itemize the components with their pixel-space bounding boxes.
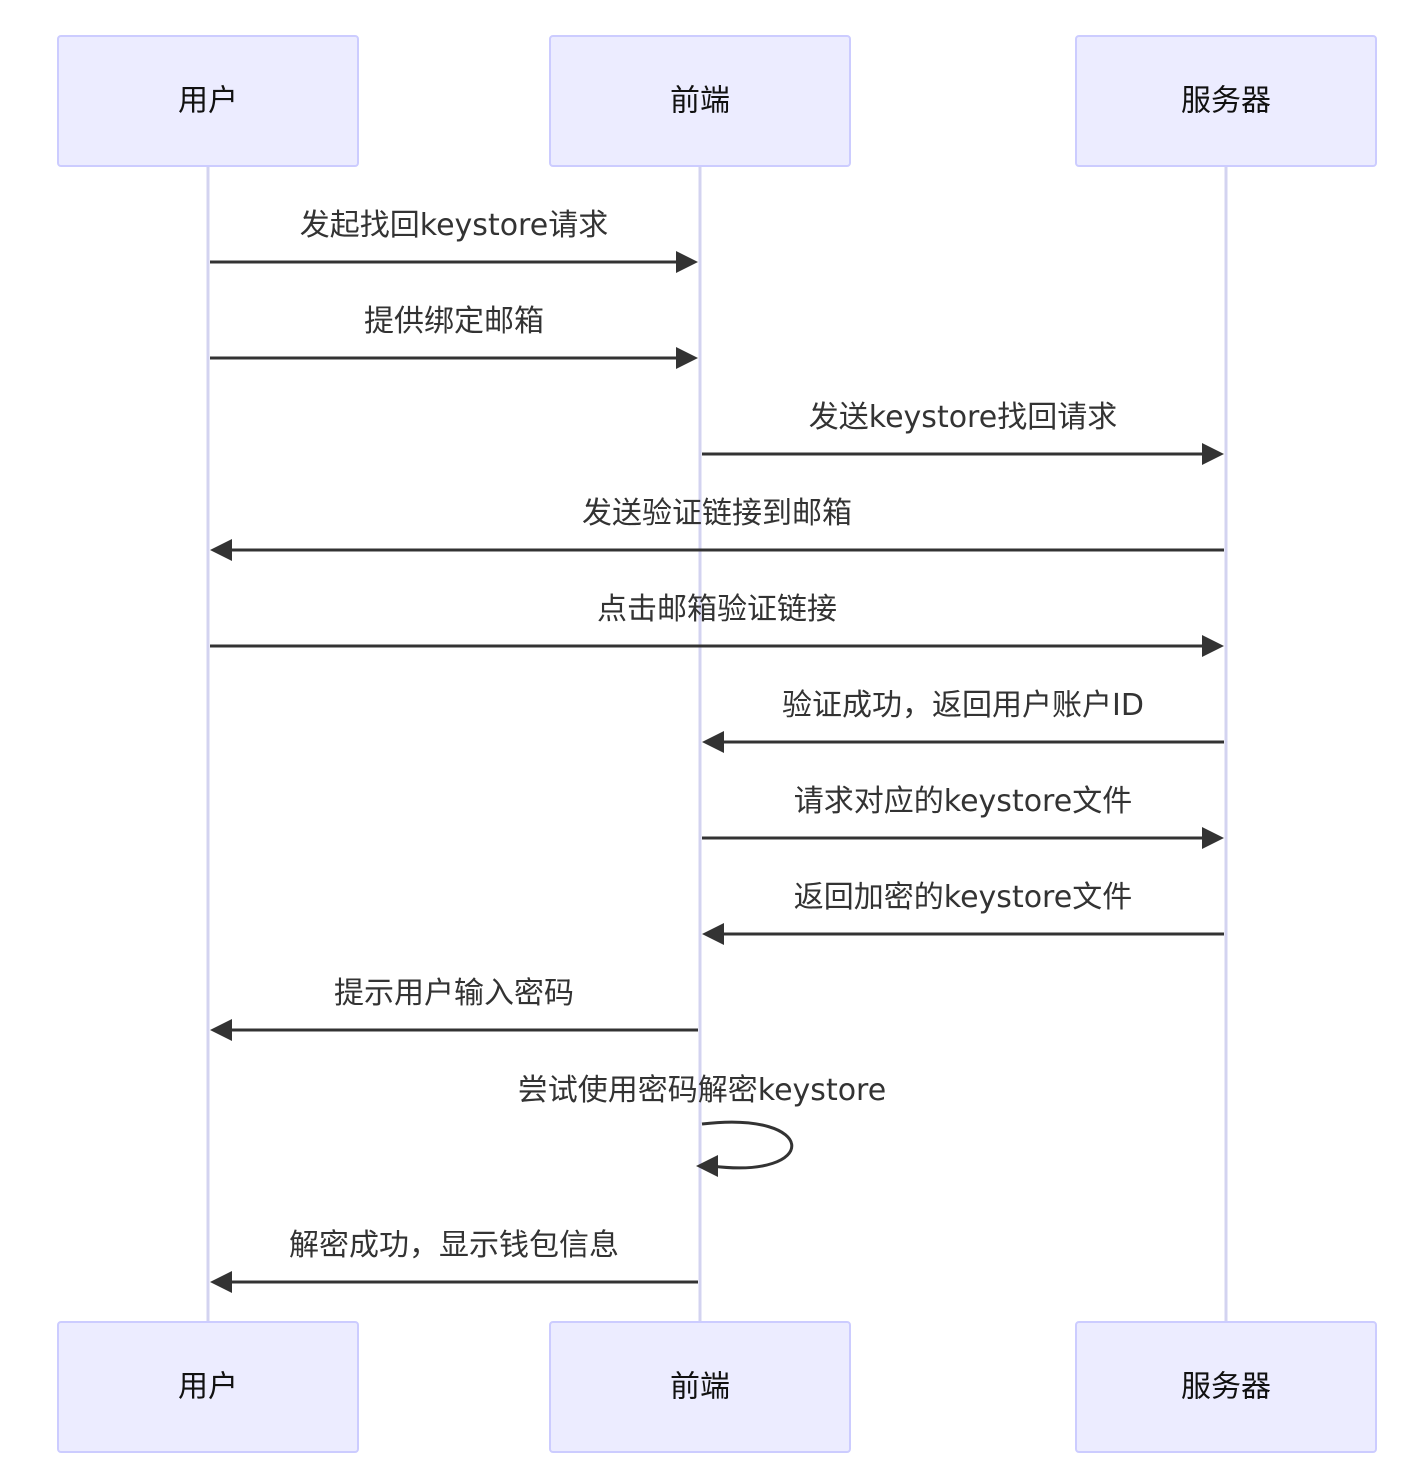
actor-server-top: 服务器 xyxy=(1075,35,1377,167)
arrow-head xyxy=(702,731,724,753)
message-label: 尝试使用密码解密keystore xyxy=(518,1073,886,1108)
message-11: 解密成功，显示钱包信息 xyxy=(210,1228,698,1293)
actor-box xyxy=(57,1321,359,1453)
message-label: 请求对应的keystore文件 xyxy=(794,784,1132,819)
arrow-head xyxy=(210,1271,232,1293)
message-6: 验证成功，返回用户账户ID xyxy=(702,688,1224,753)
actor-server-bottom: 服务器 xyxy=(1075,1321,1377,1453)
message-label: 解密成功，显示钱包信息 xyxy=(289,1228,619,1263)
message-4: 发送验证链接到邮箱 xyxy=(210,496,1224,561)
actor-user-bottom: 用户 xyxy=(57,1321,359,1453)
arrow-head xyxy=(1202,635,1224,657)
actor-label: 用户 xyxy=(178,1370,238,1405)
message-label: 点击邮箱验证链接 xyxy=(597,592,837,627)
arrow-head xyxy=(696,1155,718,1177)
arrow-head xyxy=(1202,827,1224,849)
arrow-head xyxy=(702,923,724,945)
arrow-head xyxy=(1202,443,1224,465)
message-2: 提供绑定邮箱 xyxy=(210,304,698,369)
arrow-head xyxy=(676,347,698,369)
actor-user-top: 用户 xyxy=(57,35,359,167)
message-8: 返回加密的keystore文件 xyxy=(702,880,1224,945)
actor-box xyxy=(549,35,851,167)
actor-box xyxy=(1075,1321,1377,1453)
arrow-head xyxy=(210,1019,232,1041)
lifelines xyxy=(206,166,1228,1322)
arrow-head xyxy=(676,251,698,273)
self-loop-line xyxy=(701,1120,794,1170)
message-label: 发送验证链接到邮箱 xyxy=(582,496,852,531)
message-label: 验证成功，返回用户账户ID xyxy=(782,688,1144,723)
actor-box xyxy=(1075,35,1377,167)
actors-bottom: 用户 前端 服务器 xyxy=(57,1321,1377,1453)
message-label: 发送keystore找回请求 xyxy=(809,400,1117,435)
message-9: 提示用户输入密码 xyxy=(210,976,698,1041)
actors-top: 用户 前端 服务器 xyxy=(57,35,1377,167)
message-label: 发起找回keystore请求 xyxy=(300,208,608,243)
actor-label: 前端 xyxy=(670,1370,730,1405)
actor-frontend-top: 前端 xyxy=(549,35,851,167)
actor-label: 服务器 xyxy=(1181,1370,1271,1405)
actor-frontend-bottom: 前端 xyxy=(549,1321,851,1453)
arrow-head xyxy=(210,539,232,561)
actor-box xyxy=(549,1321,851,1453)
message-label: 提示用户输入密码 xyxy=(334,976,574,1011)
message-7: 请求对应的keystore文件 xyxy=(702,784,1224,849)
actor-box xyxy=(57,35,359,167)
message-label: 返回加密的keystore文件 xyxy=(794,880,1132,915)
messages: 发起找回keystore请求提供绑定邮箱发送keystore找回请求发送验证链接… xyxy=(210,208,1224,1293)
message-10: 尝试使用密码解密keystore xyxy=(518,1073,886,1177)
message-1: 发起找回keystore请求 xyxy=(210,208,698,273)
message-label: 提供绑定邮箱 xyxy=(364,304,544,339)
actor-label: 前端 xyxy=(670,84,730,119)
actor-label: 服务器 xyxy=(1181,84,1271,119)
actor-label: 用户 xyxy=(178,84,238,119)
message-3: 发送keystore找回请求 xyxy=(702,400,1224,465)
message-5: 点击邮箱验证链接 xyxy=(210,592,1224,657)
